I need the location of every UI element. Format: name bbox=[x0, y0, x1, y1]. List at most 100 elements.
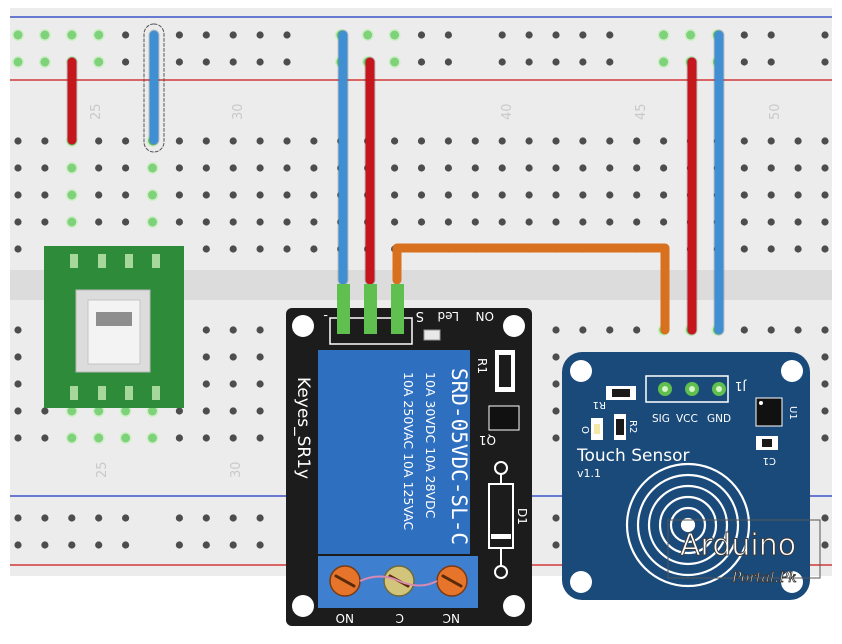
breadboard-hole bbox=[633, 191, 641, 199]
breadboard-hole bbox=[444, 164, 452, 172]
breadboard-hole bbox=[794, 137, 802, 145]
breadboard-hole bbox=[283, 191, 291, 199]
orange-signal-wire[interactable] bbox=[392, 243, 670, 335]
breadboard-hole bbox=[202, 514, 210, 522]
breadboard-hole bbox=[821, 353, 829, 361]
breadboard-hole bbox=[14, 434, 22, 442]
breadboard-hole bbox=[65, 29, 78, 41]
watermark-line-1: Arduino bbox=[680, 528, 796, 563]
breadboard-hole bbox=[391, 137, 399, 145]
breadboard-hole bbox=[122, 31, 130, 39]
breadboard-hole bbox=[283, 58, 291, 66]
breadboard-hole bbox=[552, 218, 560, 226]
breadboard-hole bbox=[471, 164, 479, 172]
breadboard-hole bbox=[552, 514, 560, 522]
relay-r1-label: R1 bbox=[475, 358, 489, 374]
breadboard-hole bbox=[552, 434, 560, 442]
breadboard-hole bbox=[417, 164, 426, 172]
breadboard-hole bbox=[229, 434, 237, 442]
breadboard-hole bbox=[606, 191, 614, 199]
breadboard-hole bbox=[361, 29, 374, 41]
breadboard-hole bbox=[471, 191, 479, 199]
usb-power-module[interactable] bbox=[44, 246, 184, 408]
breadboard-hole bbox=[229, 353, 237, 361]
breadboard-hole bbox=[579, 164, 587, 172]
breadboard-hole bbox=[283, 245, 291, 253]
breadboard-hole bbox=[229, 137, 237, 145]
breadboard-hole bbox=[660, 191, 668, 199]
breadboard-hole bbox=[552, 31, 560, 39]
relay-module[interactable]: - S Led ON R1 Q1 D1 Keyes_SR1y SRD-05VDC… bbox=[286, 284, 532, 626]
breadboard-hole bbox=[525, 31, 533, 39]
breadboard-hole bbox=[256, 514, 264, 522]
relay-mount-hole-br bbox=[503, 595, 525, 617]
breadboard-hole bbox=[65, 162, 78, 174]
relay-terminal-c-label: C bbox=[396, 611, 404, 625]
breadboard-hole bbox=[498, 137, 506, 145]
sensor-header-outline bbox=[645, 375, 729, 403]
breadboard-hole bbox=[14, 326, 22, 334]
breadboard-hole bbox=[821, 326, 829, 334]
sensor-header-pins[interactable] bbox=[658, 382, 726, 396]
breadboard-hole bbox=[283, 31, 291, 39]
breadboard-hole bbox=[794, 218, 802, 226]
breadboard-hole bbox=[41, 434, 49, 442]
breadboard-hole bbox=[146, 189, 159, 201]
breadboard-hole bbox=[65, 216, 78, 228]
breadboard-hole bbox=[740, 218, 748, 226]
breadboard-hole bbox=[794, 326, 802, 334]
breadboard-hole bbox=[41, 137, 49, 145]
breadboard-hole bbox=[579, 58, 587, 66]
breadboard-hole bbox=[256, 380, 264, 388]
breadboard-hole bbox=[256, 407, 264, 415]
breadboard-hole bbox=[175, 31, 183, 39]
usb-connector-face bbox=[87, 299, 141, 365]
breadboard-hole bbox=[684, 29, 697, 41]
breadboard-hole bbox=[821, 191, 829, 199]
relay-q1-transistor bbox=[488, 405, 520, 431]
breadboard-hole bbox=[92, 29, 105, 41]
breadboard-hole bbox=[95, 514, 103, 522]
touch-sensor-module[interactable]: J1 SIG VCC GND R1 R2 O U1 C1 Touch Senso… bbox=[562, 352, 810, 600]
breadboard-hole bbox=[175, 514, 183, 522]
breadboard-hole bbox=[821, 514, 829, 522]
selected-wire-outline bbox=[143, 23, 165, 153]
relay-led-label: Led bbox=[438, 309, 459, 323]
column-number-30-bottom: 30 bbox=[229, 461, 244, 478]
breadboard-hole bbox=[41, 541, 49, 549]
sensor-pin-vcc-label: VCC bbox=[676, 413, 698, 425]
breadboard-hole bbox=[202, 191, 210, 199]
breadboard-hole bbox=[767, 137, 775, 145]
breadboard-hole bbox=[552, 407, 560, 415]
breadboard-hole bbox=[657, 56, 670, 68]
breadboard-hole bbox=[498, 31, 506, 39]
breadboard-hole bbox=[202, 407, 210, 415]
breadboard-hole bbox=[175, 218, 183, 226]
relay-mount-hole-tl bbox=[292, 315, 314, 337]
breadboard-hole bbox=[202, 434, 210, 442]
breadboard-hole bbox=[283, 137, 291, 145]
sensor-r1-label: R1 bbox=[593, 399, 606, 410]
breadboard-hole bbox=[391, 191, 399, 199]
breadboard-hole bbox=[552, 137, 560, 145]
breadboard-hole bbox=[202, 245, 210, 253]
sensor-led-icon bbox=[594, 424, 600, 434]
breadboard-hole bbox=[660, 164, 668, 172]
watermark-frame bbox=[667, 519, 821, 579]
relay-brand-label: Keyes_SR1y bbox=[293, 377, 313, 479]
breadboard-hole bbox=[417, 31, 426, 39]
sensor-mount-hole-tr bbox=[781, 360, 803, 382]
breadboard-hole bbox=[417, 58, 426, 66]
relay-rating-line-1: 10A 250VAC 10A 125VAC bbox=[401, 372, 416, 530]
sensor-mount-hole-tl bbox=[570, 360, 592, 382]
sensor-r2-resistor bbox=[616, 419, 624, 435]
relay-header-pins[interactable] bbox=[337, 284, 404, 334]
breadboard-hole bbox=[310, 164, 318, 172]
touch-pad-icon[interactable] bbox=[625, 462, 751, 588]
breadboard-hole bbox=[41, 191, 49, 199]
breadboard-hole bbox=[256, 191, 264, 199]
breadboard-hole bbox=[41, 164, 49, 172]
breadboard-hole bbox=[606, 31, 614, 39]
usb-port-icon[interactable] bbox=[96, 312, 132, 326]
